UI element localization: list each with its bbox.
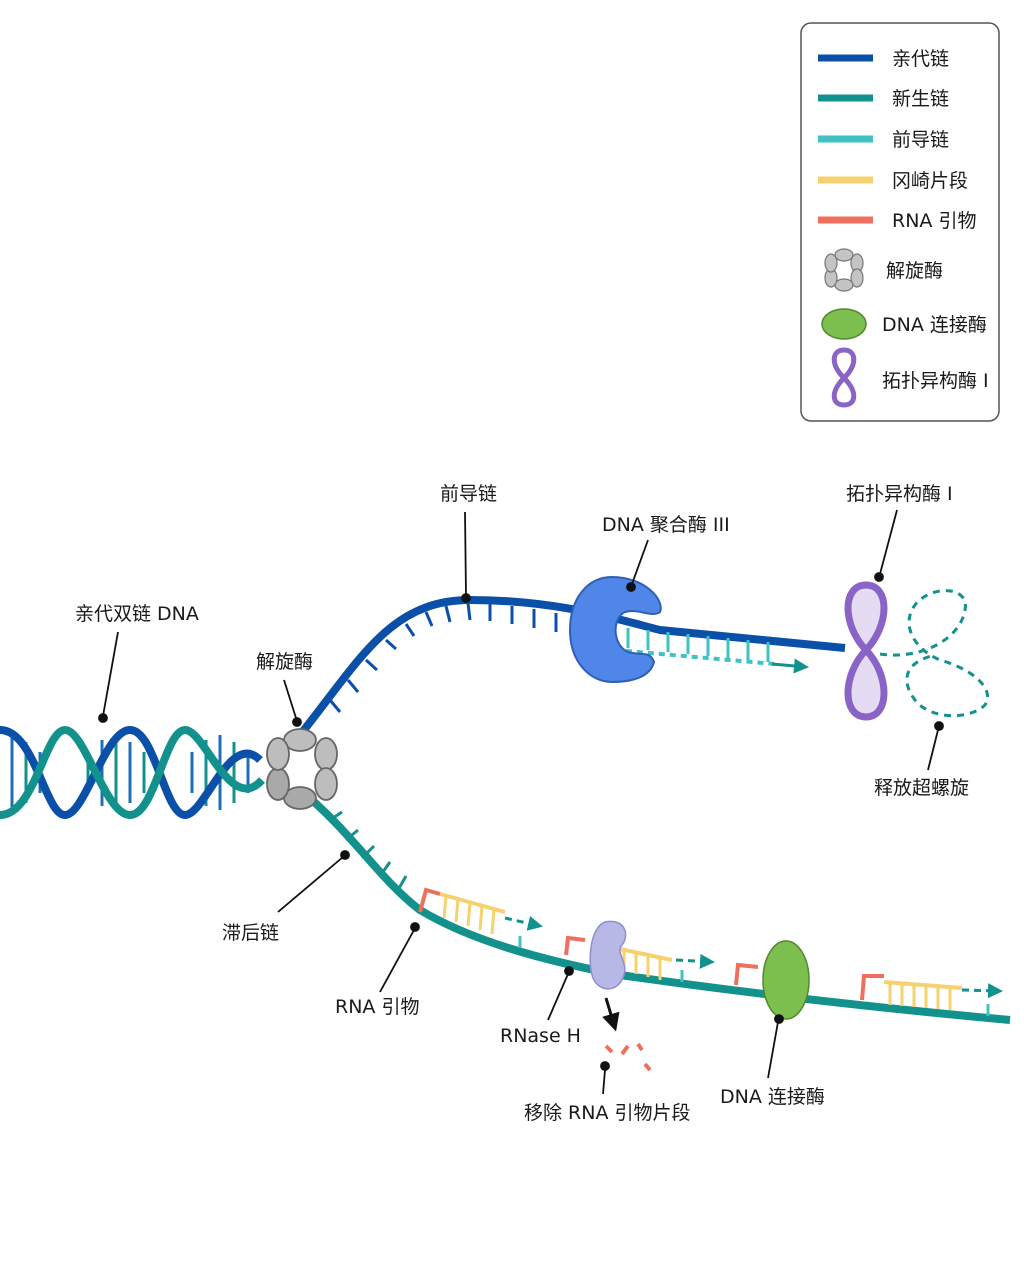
primer-segment [734, 962, 759, 986]
lagging-arm [297, 786, 1011, 1072]
supercoil-dashed-loop [879, 589, 990, 718]
okazaki-direction-arrow [675, 953, 715, 969]
legend-label: 拓扑异构酶 I [882, 370, 989, 392]
legend-item-parent: 亲代链 [818, 48, 949, 70]
legend-item-topoisomerase: 拓扑异构酶 I [831, 347, 989, 408]
label-parent-duplex: 亲代双链 DNA [75, 603, 199, 625]
legend-item-helicase: 解旋酶 [824, 248, 943, 292]
primer-segment [564, 935, 586, 956]
legend-label: 亲代链 [892, 48, 949, 70]
parent-strand-bottom [0, 725, 265, 820]
okazaki-direction-arrow [961, 983, 1003, 999]
legend-item-leading: 前导链 [818, 129, 949, 151]
label-lagging-strand: 滞后链 [222, 922, 279, 944]
parent-double-helix [0, 725, 265, 820]
helicase-icon [824, 248, 864, 292]
okazaki-fragment-4 [860, 974, 1003, 1016]
topoisomerase-icon [831, 347, 857, 408]
label-rna-primer: RNA 引物 [335, 996, 419, 1018]
okazaki-fragment-1 [418, 887, 543, 948]
label-leading-strand: 前导链 [440, 483, 497, 505]
okazaki-fragment-2 [564, 920, 715, 1072]
okazaki-segment [883, 980, 963, 990]
label-helicase: 解旋酶 [256, 651, 313, 673]
legend-label: 前导链 [892, 129, 949, 151]
legend-item-ligase: DNA 连接酶 [821, 308, 987, 340]
legend-label: 冈崎片段 [892, 170, 968, 192]
parent-strand-top [0, 725, 263, 820]
legend-label: DNA 连接酶 [882, 314, 987, 336]
removed-primer-pieces [604, 1042, 652, 1072]
legend-label: 新生链 [892, 88, 949, 110]
callout-lines [98, 509, 944, 1095]
legend-label: RNA 引物 [892, 210, 976, 232]
primer-segment [418, 887, 441, 913]
legend: 亲代链 新生链 前导链 冈崎片段 RNA 引物 [800, 22, 1000, 422]
label-supercoil-release: 释放超螺旋 [874, 777, 969, 799]
rnase-h-enzyme [589, 920, 627, 990]
dna-ligase-enzyme [762, 940, 810, 1020]
leading-template-bases [328, 602, 558, 713]
primer-removal-arrow [602, 997, 620, 1032]
lagging-template-strand [297, 786, 1011, 1024]
leading-new-strand [614, 648, 776, 666]
okazaki-fragment-3 [734, 940, 810, 1020]
label-polymerase: DNA 聚合酶 III [602, 514, 730, 536]
ligase-icon [821, 308, 867, 340]
dna-polymerase-iii [568, 575, 662, 684]
primer-segment [860, 974, 884, 1001]
legend-item-okazaki: 冈崎片段 [818, 170, 968, 192]
label-ligase: DNA 连接酶 [720, 1086, 825, 1108]
okazaki-direction-arrow [504, 916, 543, 931]
leading-new-bases [626, 628, 770, 662]
okazaki-segment [439, 892, 506, 914]
legend-item-primer: RNA 引物 [818, 210, 976, 232]
legend-label: 解旋酶 [886, 260, 943, 282]
helicase-enzyme [266, 728, 338, 810]
leading-direction-arrow [771, 658, 809, 674]
label-primer-removal: 移除 RNA 引物片段 [524, 1102, 691, 1124]
topoisomerase-i-enzyme [844, 581, 888, 721]
label-topoisomerase: 拓扑异构酶 I [846, 483, 953, 505]
label-rnase-h: RNase H [500, 1025, 581, 1047]
legend-item-nascent: 新生链 [818, 88, 949, 110]
